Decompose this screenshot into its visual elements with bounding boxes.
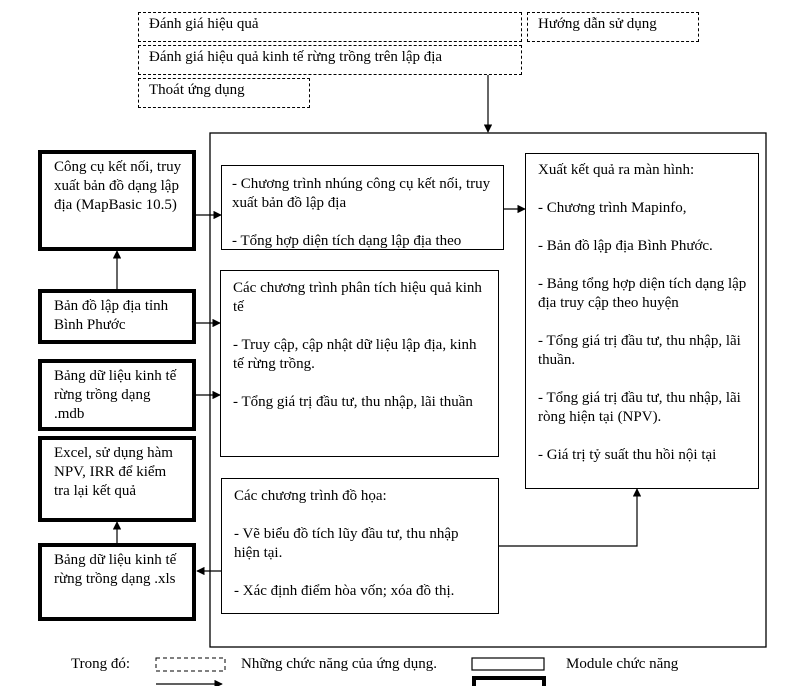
mdb-text: Bảng dữ liệu kinh tế rừng trồng dạng .md… (54, 368, 177, 422)
menu-guide[interactable]: Hướng dẫn sử dụng (527, 12, 699, 42)
graphics-item-2: - Xác định điểm hòa vốn; xóa đồ thị. (234, 583, 455, 599)
menu-evaluate-forest-label: Đánh giá hiệu quả kinh tế rừng trồng trê… (149, 49, 443, 65)
legend-dashed-desc: Những chức năng của ứng dụng. (241, 656, 438, 672)
menu-exit-label: Thoát ứng dụng (149, 82, 245, 98)
analysis-program-box: Các chương trình phân tích hiệu quả kinh… (220, 270, 499, 457)
menu-evaluate-forest[interactable]: Đánh giá hiệu quả kinh tế rừng trồng trê… (138, 45, 522, 75)
graphics-program-box: Các chương trình đồ họa: - Vẽ biểu đồ tí… (221, 478, 499, 614)
embed-program-box: - Chương trình nhúng công cụ kết nối, tr… (221, 165, 504, 250)
connect-tool-module: Công cụ kết nối, truy xuất bản đồ dạng l… (38, 150, 196, 251)
output-item-map: - Bản đồ lập địa Bình Phước. (538, 238, 713, 254)
graphics-title: Các chương trình đồ họa: (234, 488, 387, 504)
connect-tool-text: Công cụ kết nối, truy xuất bản đồ dạng l… (54, 159, 182, 213)
analysis-item-1: - Truy cập, cập nhật dữ liệu lập địa, ki… (233, 337, 477, 372)
output-title: Xuất kết quả ra màn hình: (538, 162, 695, 178)
arrow-graphics-to-output (499, 488, 642, 547)
excel-module: Excel, sử dụng hàm NPV, IRR để kiểm tra … (38, 436, 196, 522)
main-container-border (209, 132, 767, 648)
legend-module-box (471, 657, 545, 671)
legend-dashed-box (155, 657, 226, 672)
graphics-item-1: - Vẽ biểu đồ tích lũy đầu tư, thu nhập h… (234, 526, 459, 561)
map-text: Bản đồ lập địa tỉnh Bình Phước (54, 298, 169, 333)
analysis-item-2: - Tổng giá trị đầu tư, thu nhập, lãi thu… (233, 394, 473, 410)
output-box: Xuất kết quả ra màn hình: - Chương trình… (525, 153, 759, 489)
output-item-net-income: - Tổng giá trị đầu tư, thu nhập, lãi thu… (538, 333, 741, 368)
analysis-title: Các chương trình phân tích hiệu quả kinh… (233, 280, 482, 315)
output-item-mapinfo: - Chương trình Mapinfo, (538, 200, 687, 216)
output-item-area-table: - Bảng tổng hợp diện tích dạng lập địa t… (538, 276, 747, 311)
excel-text: Excel, sử dụng hàm NPV, IRR để kiểm tra … (54, 445, 173, 499)
xls-text: Bảng dữ liệu kinh tế rừng trồng dạng .xl… (54, 552, 177, 587)
embed-line-2: - Tổng hợp diện tích dạng lập địa theo (232, 233, 462, 249)
output-item-npv: - Tổng giá trị đầu tư, thu nhập, lãi ròn… (538, 390, 741, 425)
xls-module: Bảng dữ liệu kinh tế rừng trồng dạng .xl… (38, 543, 196, 621)
menu-evaluate[interactable]: Đánh giá hiệu quả (138, 12, 522, 42)
menu-exit[interactable]: Thoát ứng dụng (138, 78, 310, 108)
menu-guide-label: Hướng dẫn sử dụng (538, 16, 657, 32)
legend-thick-box (472, 676, 546, 686)
legend-module-desc: Module chức năng (566, 656, 679, 672)
map-module: Bản đồ lập địa tỉnh Bình Phước (38, 289, 196, 344)
embed-line-1: - Chương trình nhúng công cụ kết nối, tr… (232, 176, 491, 211)
menu-evaluate-label: Đánh giá hiệu quả (149, 16, 259, 32)
output-item-irr: - Giá trị tỷ suất thu hồi nội tại (538, 447, 717, 463)
legend-label: Trong đó: (71, 656, 131, 672)
mdb-module: Bảng dữ liệu kinh tế rừng trồng dạng .md… (38, 359, 196, 431)
